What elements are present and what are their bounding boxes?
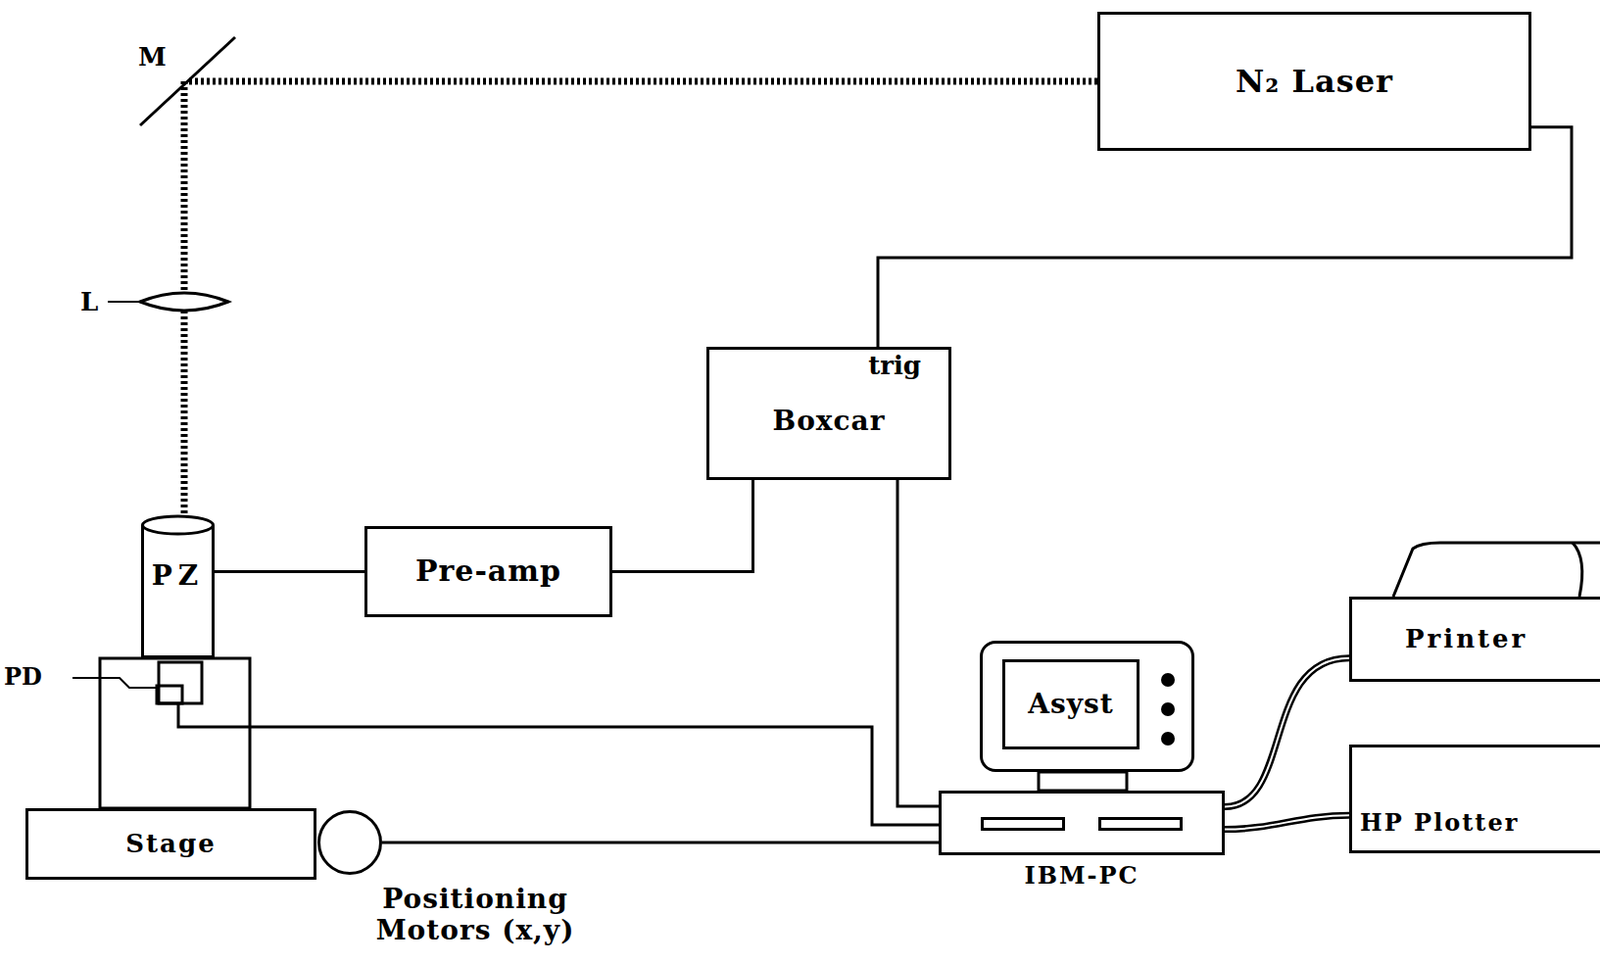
monitor-screen: Asyst — [1002, 659, 1140, 750]
box-label: Printer — [1405, 625, 1528, 655]
cylinder-top — [141, 514, 215, 536]
connector — [214, 571, 365, 573]
box-label: Boxcar — [773, 405, 886, 437]
box-label: IBM-PC — [941, 862, 1222, 890]
box-label: Asyst — [1027, 688, 1114, 721]
connector — [1224, 815, 1350, 829]
preamp-box: Pre-amp — [364, 526, 613, 618]
monitor-knob — [1161, 673, 1175, 687]
piezo-cylinder: PZ — [141, 525, 215, 659]
box-label: HP Plotter — [1359, 809, 1519, 837]
box-label: Pre-amp — [415, 554, 562, 589]
photodiode — [158, 662, 202, 704]
connector — [897, 480, 939, 807]
connector — [877, 127, 1572, 347]
connector — [1224, 658, 1350, 808]
printer-paper — [1572, 542, 1583, 597]
monitor-stand — [1038, 772, 1127, 791]
photodiode-wire — [178, 703, 939, 825]
monitor-knob — [1161, 731, 1175, 746]
photodiode — [156, 685, 183, 704]
box-label: Positioning Motors (x,y) — [339, 883, 611, 947]
signal-label: trig — [868, 351, 922, 382]
laser-beam — [189, 78, 1098, 86]
leader-line — [72, 678, 157, 688]
part-label: L — [80, 288, 98, 317]
disk-slot — [980, 817, 1066, 831]
connector — [612, 480, 754, 573]
motor-circle: Positioning Motors (x,y) — [317, 810, 383, 875]
connector — [382, 842, 939, 844]
box-label: Stage — [125, 829, 216, 860]
boxcar-box: trigBoxcar — [706, 346, 952, 481]
box-label: PZ — [151, 560, 205, 592]
printer-paper — [1393, 542, 1600, 597]
disk-slot — [1098, 817, 1183, 831]
computer-box: IBM-PC — [938, 790, 1225, 856]
part-label: M — [138, 43, 167, 72]
part-label: PD — [3, 664, 43, 690]
monitor: Asyst — [979, 640, 1195, 773]
laser-box: N₂ Laser — [1097, 11, 1532, 151]
monitor-knob — [1161, 702, 1175, 717]
printer-box: Printer — [1349, 596, 1600, 682]
box-label: N₂ Laser — [1235, 63, 1394, 100]
stage-box: Stage — [25, 808, 317, 880]
lens — [140, 292, 229, 311]
plotter-box: HP Plotter — [1349, 744, 1600, 854]
leader-line — [107, 300, 141, 303]
